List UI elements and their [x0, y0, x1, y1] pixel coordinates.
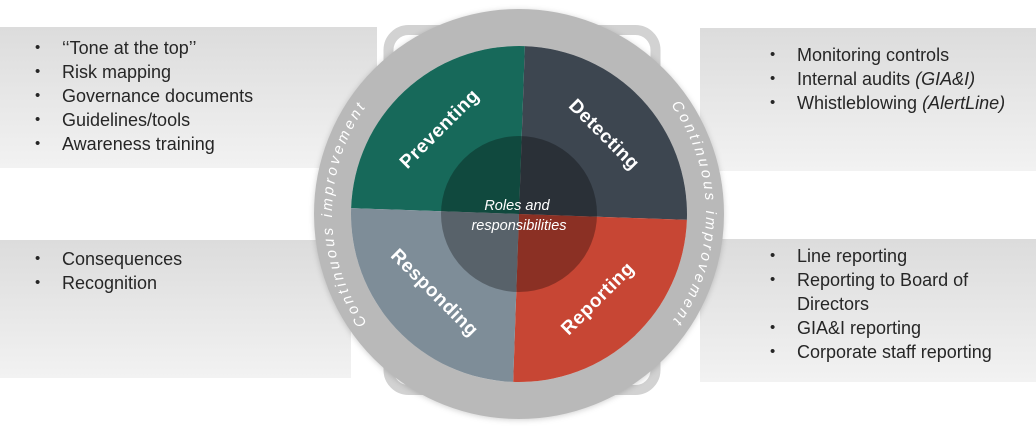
list-item: • Internal audits (GIA&I): [770, 67, 1036, 91]
list-item: • Line reporting: [770, 244, 1036, 268]
list-item-label: Guidelines/tools: [62, 110, 191, 130]
list-item: • Guidelines/tools: [35, 108, 377, 132]
reporting-actions-list: • Line reporting • Reporting to Board of D…: [770, 244, 1036, 364]
bullet-icon: •: [35, 250, 41, 267]
center-hub-label: Roles and responsibilities: [471, 198, 566, 234]
list-item-label: Recognition: [62, 273, 158, 293]
list-item: • Recognition: [35, 271, 351, 295]
bullet-icon: •: [35, 39, 41, 56]
responding-actions-list: • Consequences • Recognition: [35, 247, 351, 295]
panel-preventing-actions: • ‘‘Tone at the top’’ • Risk mapping • Gove…: [0, 27, 377, 168]
list-item-label: Governance documents: [62, 86, 254, 106]
panel-reporting-actions: • Line reporting • Reporting to Board of D…: [700, 239, 1036, 382]
list-item: • GIA&I reporting: [770, 316, 1036, 340]
list-item: • Corporate staff reporting: [770, 340, 1036, 364]
bullet-icon: •: [35, 135, 41, 152]
detecting-actions-list: • Monitoring controls • Internal audits (G…: [770, 43, 1036, 115]
list-item-label: Risk mapping: [62, 62, 172, 82]
list-item: • Reporting to Board of Directors: [770, 268, 1036, 316]
list-item-label: Whistleblowing (AlertLine): [797, 93, 1006, 113]
bullet-icon: •: [770, 46, 776, 63]
list-item: • Awareness training: [35, 132, 377, 156]
list-item-label: GIA&I reporting: [797, 318, 922, 338]
list-item: • ‘‘Tone at the top’’: [35, 36, 377, 60]
continuous-improvement-ring: [314, 9, 724, 419]
list-item-label: Reporting to Board of Directors: [797, 270, 969, 314]
bullet-icon: •: [770, 70, 776, 87]
list-item-label: Monitoring controls: [797, 45, 950, 65]
bullet-icon: •: [770, 94, 776, 111]
bullet-icon: •: [770, 271, 776, 288]
bullet-icon: •: [35, 111, 41, 128]
bullet-icon: •: [770, 247, 776, 264]
list-item: • Risk mapping: [35, 60, 377, 84]
list-item: • Governance documents: [35, 84, 377, 108]
list-item: • Whistleblowing (AlertLine): [770, 91, 1036, 115]
bullet-icon: •: [35, 63, 41, 80]
bullet-icon: •: [770, 319, 776, 336]
sector-responding: [350, 208, 519, 382]
center-hub-overlay: [441, 136, 597, 292]
bullet-icon: •: [35, 274, 41, 291]
list-item-label: Line reporting: [797, 246, 908, 266]
list-item-label: ‘‘Tone at the top’’: [62, 38, 197, 58]
list-item-label: Consequences: [62, 249, 183, 269]
list-item-label: Corporate staff reporting: [797, 342, 992, 362]
bullet-icon: •: [770, 343, 776, 360]
sector-reporting: [513, 214, 687, 383]
panel-responding-actions: • Consequences • Recognition: [0, 240, 351, 378]
sector-detecting: [519, 46, 688, 220]
list-item: • Consequences: [35, 247, 351, 271]
bullet-icon: •: [35, 87, 41, 104]
sector-preventing: [351, 45, 525, 215]
panel-detecting-actions: • Monitoring controls • Internal audits (G…: [700, 28, 1036, 171]
preventing-actions-list: • ‘‘Tone at the top’’ • Risk mapping • Gove…: [35, 36, 377, 156]
list-item: • Monitoring controls: [770, 43, 1036, 67]
list-item-label: Awareness training: [62, 134, 215, 154]
list-item-label: Internal audits (GIA&I): [797, 69, 976, 89]
